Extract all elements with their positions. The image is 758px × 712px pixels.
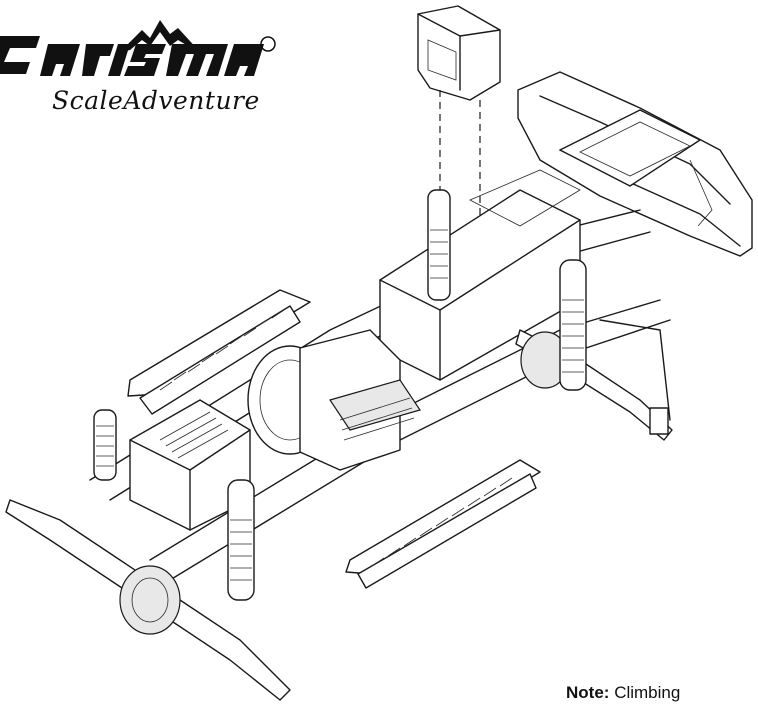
- shock-absorbers: [93, 189, 587, 601]
- steering-link: [599, 319, 671, 421]
- rear-axle: [5, 499, 291, 701]
- transmission: [247, 329, 421, 471]
- note-body: Climbing: [614, 683, 681, 702]
- brand-logo: ScaleAdventure: [0, 0, 290, 125]
- tagline: ScaleAdventure: [52, 86, 260, 115]
- steering-knuckle: [649, 407, 669, 435]
- note-label: Note:: [566, 683, 610, 702]
- left-rock-slider: [127, 289, 311, 415]
- note-text: Note: Climbing: [566, 683, 680, 703]
- registered-icon: [260, 36, 276, 52]
- mountain-logo-icon: [0, 20, 276, 76]
- front-axle: [515, 329, 673, 441]
- front-bumper: [517, 71, 753, 257]
- right-rock-slider: [345, 459, 541, 589]
- servo-mount-part: [417, 5, 501, 101]
